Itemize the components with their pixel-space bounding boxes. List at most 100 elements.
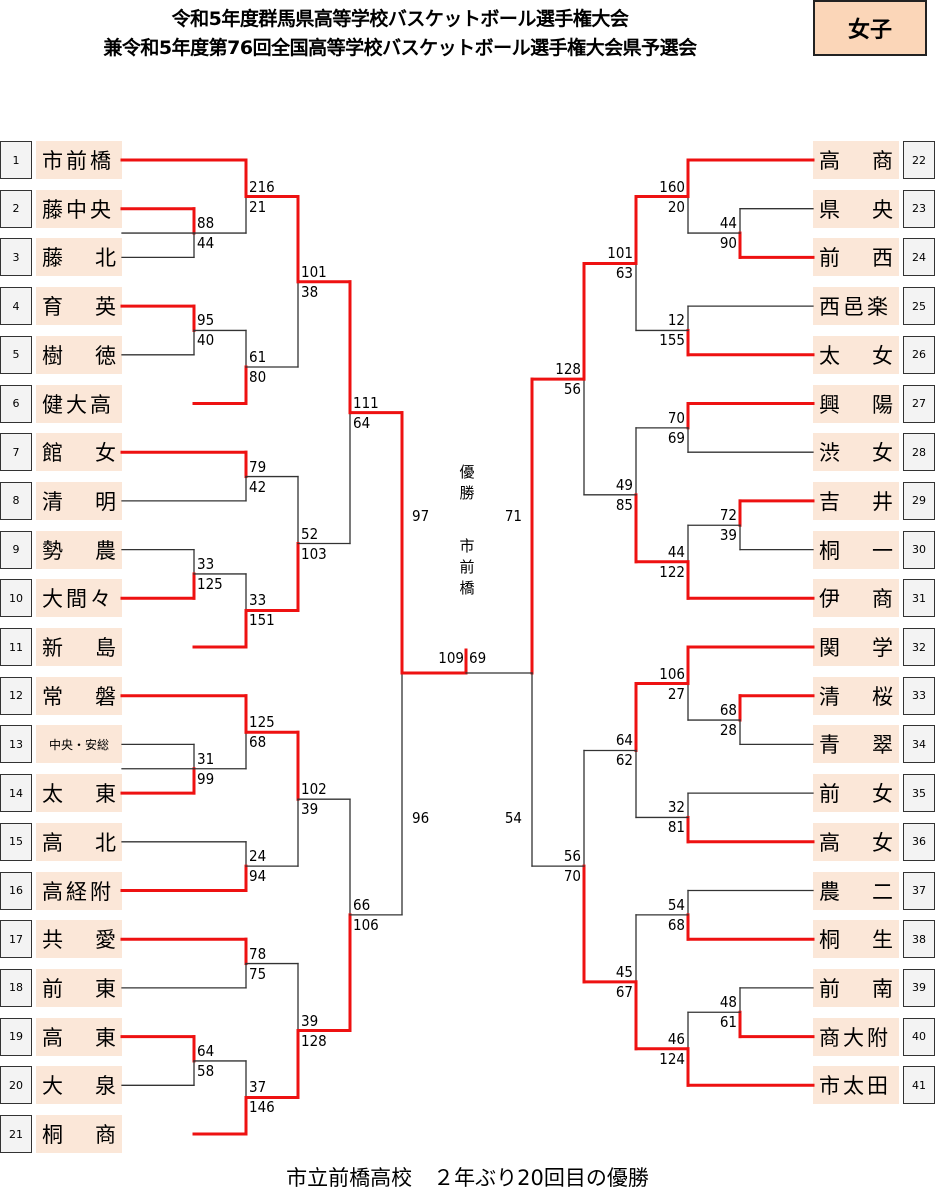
team-name-char: 前 (819, 246, 840, 271)
team-name-char: 高 (819, 830, 840, 855)
team-name: 市前橋 (36, 141, 122, 179)
score-label: 58 (197, 1061, 215, 1080)
team-name: 藤中央 (36, 189, 122, 228)
score-label: 125 (249, 713, 275, 732)
score-label: 122 (659, 562, 685, 581)
team-name: 大泉 (36, 1066, 122, 1105)
team-name-char: 井 (872, 489, 893, 514)
score-label: 216 (249, 177, 275, 196)
seed-number: 38 (903, 920, 935, 959)
team-name: 前南 (813, 968, 899, 1007)
seed-number: 1 (0, 141, 32, 179)
team-name-char: 前 (819, 976, 840, 1001)
team-name-char: 北 (95, 830, 116, 855)
score-label: 54 (504, 809, 522, 827)
seed-number: 14 (0, 774, 32, 813)
score-label: 24 (249, 847, 267, 866)
team-name-char: 女 (872, 441, 893, 466)
score-label: 94 (249, 867, 267, 886)
team-name-char: 関 (819, 636, 840, 660)
score-label: 97 (412, 507, 430, 525)
seed-number: 33 (903, 676, 935, 715)
seed-number: 39 (903, 968, 935, 1007)
score-label: 90 (719, 234, 737, 253)
team-name: 大間々 (36, 579, 122, 618)
seed-number: 21 (0, 1115, 32, 1153)
team-name-char: 桜 (872, 684, 893, 709)
team-name: 健大高 (36, 384, 122, 423)
team-name: 青翠 (813, 725, 899, 764)
score-label: 75 (249, 964, 267, 983)
team-name-char: 商 (872, 587, 893, 612)
score-label: 46 (667, 1029, 685, 1048)
team-name-char: 商 (95, 1123, 116, 1147)
team-name-char: 高 (819, 149, 840, 173)
score-label: 124 (659, 1049, 685, 1068)
team-name-char: 女 (95, 441, 116, 466)
team-name-char: 翠 (872, 733, 893, 758)
score-label: 111 (353, 393, 379, 412)
score-label: 106 (659, 664, 685, 683)
team-name-char: 明 (95, 489, 116, 514)
team-name-char: 二 (872, 879, 893, 904)
team-name-char: 東 (95, 1025, 116, 1050)
team-name: 勢農 (36, 530, 122, 569)
team-name: 前西 (813, 238, 899, 277)
team-name-char: 央 (872, 197, 893, 222)
champion-team: 市前橋 (459, 537, 475, 597)
team-name-char: 樹 (42, 343, 63, 368)
team-name-char: 生 (872, 928, 893, 953)
score-label: 128 (301, 1031, 327, 1050)
team-name: 太女 (813, 335, 899, 374)
score-label: 80 (249, 367, 267, 386)
seed-number: 19 (0, 1017, 32, 1056)
score-label: 54 (667, 895, 685, 914)
score-label: 146 (249, 1098, 275, 1117)
team-name: 伊商 (813, 579, 899, 618)
score-label: 40 (197, 331, 215, 350)
score-label: 69 (667, 428, 685, 447)
team-name: 桐商 (36, 1115, 122, 1153)
team-name: 中央・安総 (36, 725, 122, 764)
score-label: 56 (563, 847, 581, 866)
score-label: 101 (607, 244, 633, 263)
score-label: 49 (615, 475, 633, 494)
score-label: 56 (563, 380, 581, 399)
seed-number: 15 (0, 822, 32, 861)
seed-number: 7 (0, 433, 32, 472)
team-name: 藤北 (36, 238, 122, 277)
team-name-char: 清 (819, 684, 840, 709)
score-label: 33 (197, 554, 215, 573)
score-label: 88 (197, 214, 215, 233)
team-name-char: 青 (819, 733, 840, 758)
team-name: 高北 (36, 822, 122, 861)
team-name: 太東 (36, 774, 122, 813)
team-name: 吉井 (813, 481, 899, 520)
score-label: 155 (659, 331, 685, 350)
score-label: 27 (667, 684, 685, 703)
seed-number: 34 (903, 725, 935, 764)
seed-number: 20 (0, 1066, 32, 1105)
team-name-char: 育 (42, 295, 63, 320)
team-name-char: 大 (42, 1074, 63, 1099)
team-name-char: 桐 (819, 538, 840, 563)
team-name: 渋女 (813, 433, 899, 472)
tournament-title: 令和5年度群馬県高等学校バスケットボール選手権大会 (171, 8, 629, 30)
team-name-char: 東 (95, 782, 116, 807)
score-label: 42 (249, 477, 267, 496)
team-name-char: 島 (95, 636, 116, 660)
score-label: 78 (249, 944, 267, 963)
team-name: 関学 (813, 628, 899, 666)
seed-number: 23 (903, 189, 935, 228)
score-label: 69 (469, 649, 487, 667)
team-name: 高東 (36, 1017, 122, 1056)
team-name-char: 吉 (819, 489, 840, 514)
score-label: 61 (249, 347, 267, 366)
team-name-char: 勢 (42, 538, 63, 563)
score-label: 68 (249, 733, 267, 752)
score-label: 103 (301, 544, 327, 563)
score-label: 151 (249, 611, 275, 630)
seed-number: 9 (0, 530, 32, 569)
score-label: 79 (249, 457, 267, 476)
team-name-char: 愛 (95, 928, 116, 953)
